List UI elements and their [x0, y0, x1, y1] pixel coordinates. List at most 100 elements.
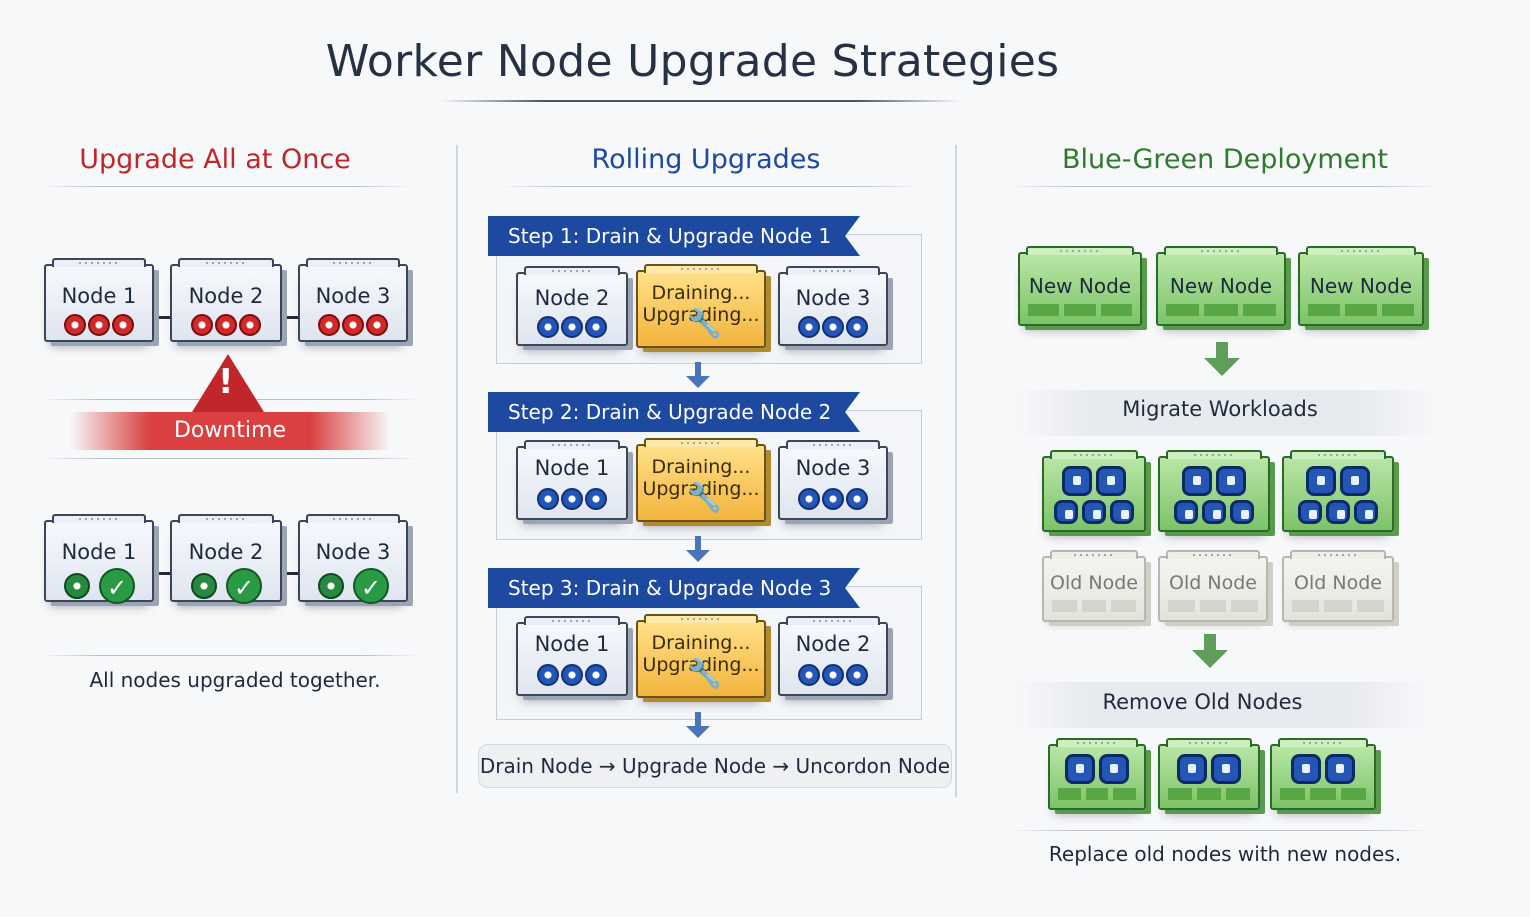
pod-icon: [215, 314, 237, 336]
old-node-box: Old Node: [1158, 550, 1268, 622]
pod-icon: [1291, 754, 1321, 784]
pod-icon: [1230, 500, 1254, 524]
pod-icon: [1354, 500, 1378, 524]
upgrading-label: Upgrading...: [642, 654, 760, 676]
upgrading-label: Upgrading...: [642, 478, 760, 500]
final-node-box: [1158, 738, 1260, 810]
pod-icon: [561, 488, 583, 510]
blue-green-title: Blue-Green Deployment: [1062, 144, 1388, 175]
remove-old-nodes-label: Remove Old Nodes: [1102, 690, 1303, 714]
pod-icon: [585, 488, 607, 510]
node-label: Node 1: [61, 284, 137, 308]
all-at-once-title: Upgrade All at Once: [79, 144, 351, 175]
pod-row: [1284, 466, 1392, 496]
final-node-box: [1048, 738, 1146, 810]
down-arrow-head-icon: [1192, 650, 1228, 668]
node-slots: [1168, 600, 1259, 612]
down-arrow-icon: [1204, 634, 1216, 652]
pod-group: [780, 488, 886, 510]
pod-icon: [798, 488, 820, 510]
pod-row: [1044, 500, 1144, 524]
caption-rule: [1010, 830, 1430, 831]
step-banner: Step 2: Drain & Upgrade Node 2: [488, 392, 860, 432]
downtime-label: Downtime: [70, 412, 390, 450]
wrench-icon: 🔧: [687, 657, 722, 690]
pod-group: [518, 316, 626, 338]
draining-label: Draining...: [651, 456, 751, 478]
column-divider-left: [456, 145, 458, 793]
node-label: Node 3: [315, 284, 391, 308]
down-arrow-head-icon: [686, 550, 710, 562]
node-box: Node 3: [298, 258, 408, 342]
node-label: Old Node: [1050, 572, 1138, 594]
pod-group: [300, 314, 406, 336]
pod-icon: [1065, 754, 1095, 784]
node-label: Node 1: [534, 632, 610, 656]
node-slots: [1308, 304, 1414, 316]
pod-icon: [1211, 754, 1241, 784]
draining-label: Draining...: [651, 282, 751, 304]
down-arrow-head-icon: [686, 376, 710, 388]
pod-icon: [1182, 466, 1212, 496]
pod-icon: [1082, 500, 1106, 524]
all-at-once-title-rule: [40, 186, 410, 187]
node-label: Old Node: [1294, 572, 1382, 594]
page-title: Worker Node Upgrade Strategies: [325, 36, 1060, 87]
pod-icon: [846, 488, 868, 510]
node-label: Node 2: [534, 286, 610, 310]
node-label: Node 1: [61, 540, 137, 564]
pod-icon: [1099, 754, 1129, 784]
pod-icon: [822, 316, 844, 338]
pod-icon: [798, 316, 820, 338]
pod-icon: [1202, 500, 1226, 524]
migrated-node-box: [1158, 450, 1270, 532]
node-box: Node 3 ✓: [298, 514, 408, 604]
node-slots: [1168, 788, 1250, 800]
node-label: Node 3: [795, 286, 871, 310]
warning-exclamation-icon: !: [218, 362, 234, 402]
pod-icon: [1110, 500, 1134, 524]
node-label: Node 3: [315, 540, 391, 564]
down-arrow-icon: [695, 712, 701, 728]
pod-icon: [1326, 500, 1350, 524]
node-box: Node 2: [778, 616, 888, 696]
migrated-node-box: [1282, 450, 1394, 532]
pod-row: [1272, 754, 1374, 784]
pod-icon: [798, 664, 820, 686]
pod-group: [46, 314, 152, 336]
check-icon: ✓: [226, 568, 262, 604]
node-box: Node 1: [516, 440, 628, 520]
node-link: [150, 572, 174, 575]
pod-row: [1160, 500, 1268, 524]
final-node-box: [1270, 738, 1376, 810]
down-arrow-head-icon: [1204, 358, 1240, 376]
node-box: Node 2: [170, 258, 282, 342]
node-label: New Node: [1309, 274, 1413, 298]
new-node-box: New Node: [1156, 246, 1286, 326]
pod-icon: [1216, 466, 1246, 496]
remove-band: [1010, 682, 1430, 728]
node-label: New Node: [1028, 274, 1132, 298]
pod-group: [780, 316, 886, 338]
pod-icon: [366, 314, 388, 336]
column-divider-right: [955, 145, 957, 797]
pod-icon: [1298, 500, 1322, 524]
pod-icon: [561, 664, 583, 686]
migrate-workloads-label: Migrate Workloads: [1122, 397, 1318, 421]
pod-icon: [1306, 466, 1336, 496]
pod-group: [172, 314, 280, 336]
upgrading-node-box: Draining... Upgrading... 🔧: [636, 438, 766, 522]
all-at-once-caption: All nodes upgraded together.: [89, 668, 381, 692]
node-label: Old Node: [1169, 572, 1257, 594]
node-label: Node 2: [795, 632, 871, 656]
pod-icon: [537, 664, 559, 686]
blue-green-caption: Replace old nodes with new nodes.: [1048, 842, 1402, 866]
pod-group: [518, 488, 626, 510]
warning-icon: [192, 354, 264, 412]
down-arrow-icon: [695, 362, 701, 378]
node-box: Node 3: [778, 266, 888, 346]
node-label: Node 1: [534, 456, 610, 480]
rolling-title-rule: [500, 186, 920, 187]
pod-row: [1050, 754, 1144, 784]
pod-row: [1160, 754, 1258, 784]
